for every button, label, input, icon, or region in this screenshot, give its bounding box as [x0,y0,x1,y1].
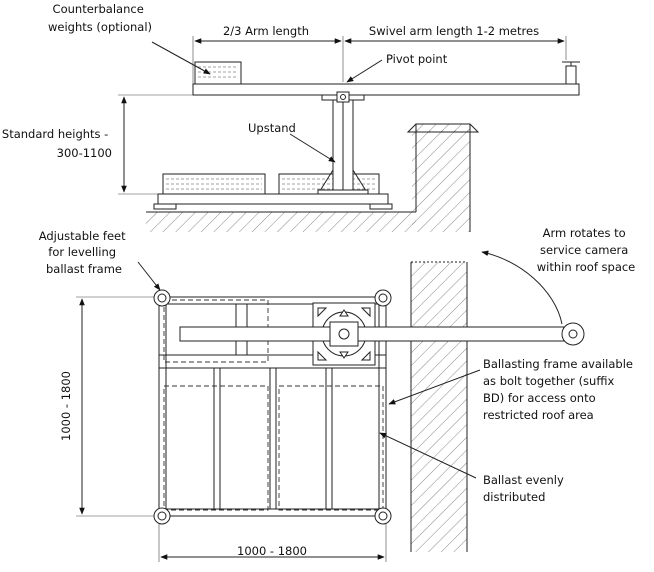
plan-view [76,250,585,562]
adjustable-feet-label: Adjustable feet for levelling ballast fr… [39,229,130,276]
counterbalance-leader [151,41,211,75]
feet-leader [137,261,161,291]
horizontal-dimension-label: 1000 - 1800 [237,544,307,558]
roof-surface [146,123,480,232]
height-dimension [118,94,193,195]
swivel-arm-plan [179,321,585,347]
rotation-arc [481,250,563,325]
standard-heights-label: Standard heights - 300-1100 [2,127,112,160]
ballast-slabs-plan [163,299,384,511]
ballast-slabs-side [162,173,380,195]
ballast-leader [379,432,477,479]
pivot-leader [346,59,383,83]
vertical-dimension-label: 1000 - 1800 [59,371,73,441]
arm-dimension-lines [192,36,567,84]
frame-leader [388,369,481,405]
upstand-leader [289,133,336,163]
swivel-arm-length-label: Swivel arm length 1-2 metres [369,24,539,38]
wall-section [410,261,468,552]
ballasting-frame-label: Ballasting frame available as bolt toget… [483,357,637,422]
pivot-point-label: Pivot point [386,52,448,66]
side-elevation [118,36,580,232]
counterbalance-label: Counterbalance weights (optional) [48,2,152,34]
ballast-distributed-label: Ballast evenly distributed [483,473,567,504]
plan-dimensions [76,296,387,562]
arm-length-label: 2/3 Arm length [223,24,309,38]
arm-rotates-label: Arm rotates to service camera within roo… [537,226,636,274]
upstand-label: Upstand [248,121,296,135]
base-frame [153,193,393,210]
adjustable-feet [153,289,392,525]
swivel-arm [192,61,580,103]
